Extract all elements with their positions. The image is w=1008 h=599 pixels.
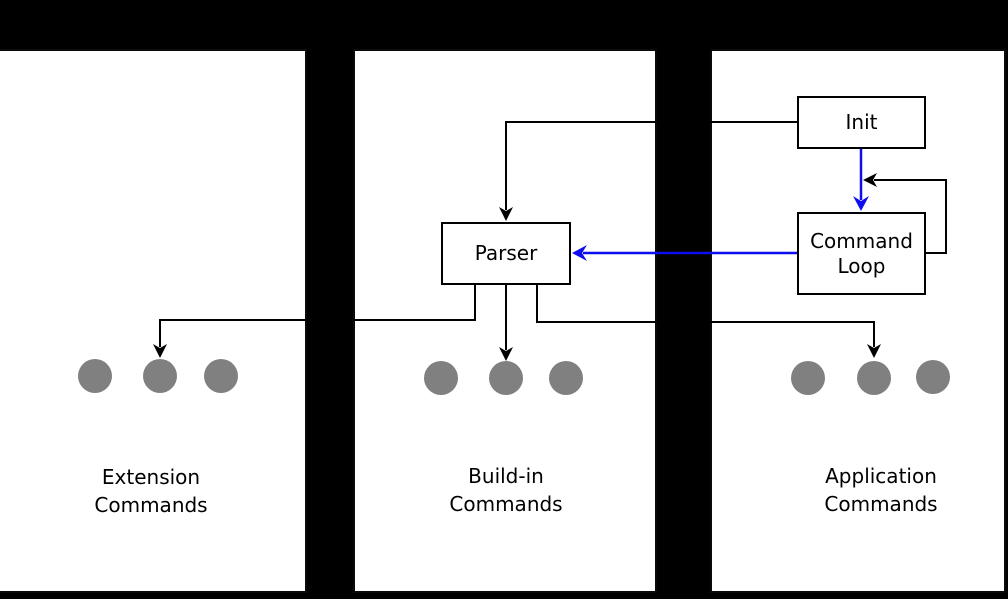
node-parser: Parser xyxy=(441,222,571,285)
node-command-loop-label: Command Loop xyxy=(810,228,913,278)
node-init: Init xyxy=(797,96,926,149)
node-command-loop: Command Loop xyxy=(797,212,926,295)
panel-label-buildin-commands: Build-in Commands xyxy=(449,464,563,516)
panel-label-extension-commands: Extension Commands xyxy=(94,465,208,517)
node-parser-label: Parser xyxy=(474,241,538,265)
node-init-label: Init xyxy=(845,110,878,134)
panel-label-application-commands: Application Commands xyxy=(824,464,938,516)
